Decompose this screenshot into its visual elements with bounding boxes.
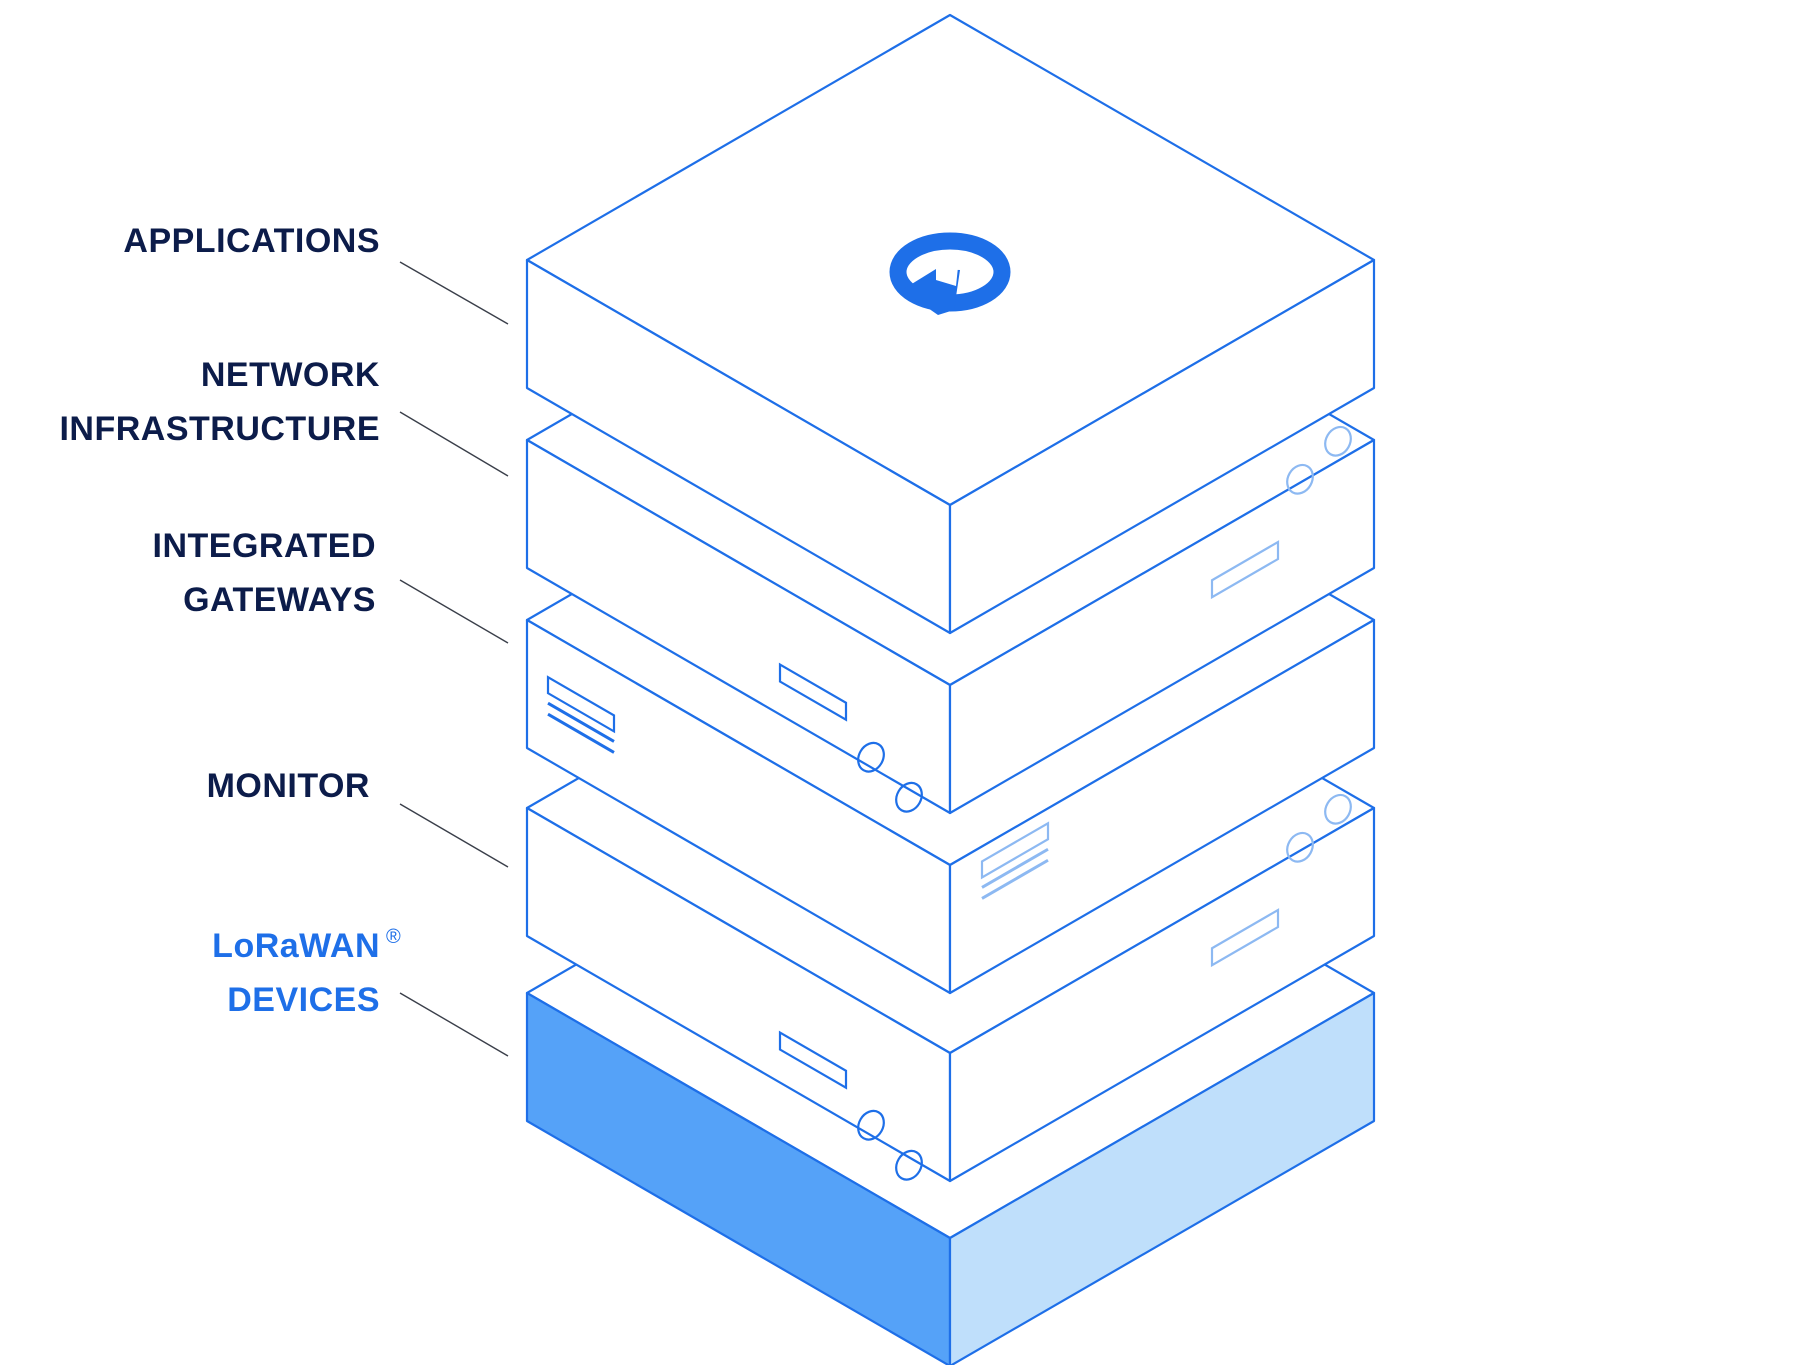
- vent-box: [546, 675, 616, 734]
- layer-label-line: NETWORK: [201, 356, 380, 394]
- vent-line: [981, 847, 1049, 889]
- slot-indicator: [778, 662, 848, 722]
- logo-notch: [936, 266, 958, 286]
- box-right-face: [948, 258, 1376, 635]
- leader-line: [399, 803, 509, 868]
- label-monitor: MONITOR: [207, 767, 509, 868]
- box-right-face: [948, 438, 1376, 815]
- vent-box: [980, 821, 1050, 880]
- vent-line: [981, 858, 1049, 900]
- label-network-infrastructure: NETWORK INFRASTRUCTURE: [59, 356, 509, 477]
- knob-icon: [1286, 831, 1314, 863]
- leader-line: [399, 992, 509, 1057]
- knob-icon: [857, 1109, 885, 1141]
- slot-indicator: [1210, 908, 1280, 968]
- layer-label-line: INFRASTRUCTURE: [59, 410, 380, 448]
- knob-icon: [857, 741, 885, 773]
- layer-box-applications: [525, 13, 1376, 635]
- leader-line: [399, 579, 509, 644]
- label-integrated-gateways: INTEGRATED GATEWAYS: [153, 527, 509, 644]
- layer-label-line: DEVICES: [227, 981, 380, 1019]
- box-left-face: [525, 991, 952, 1365]
- q-logo-icon: [889, 232, 1011, 315]
- box-right-face: [948, 806, 1376, 1183]
- knob-icon: [895, 1149, 923, 1181]
- knob-icon: [1324, 425, 1352, 457]
- leader-line: [399, 411, 509, 477]
- trademark-mark: ®: [386, 926, 401, 948]
- label-applications: APPLICATIONS: [123, 222, 509, 325]
- layer-label-line: INTEGRATED: [153, 527, 376, 565]
- layer-label-line: MONITOR: [207, 767, 370, 805]
- box-right-face: [948, 618, 1376, 995]
- slot-indicator: [1210, 540, 1280, 600]
- leader-line: [399, 261, 509, 325]
- label-lorawan-devices: LoRaWAN ® DEVICES: [212, 926, 509, 1057]
- layer-label-line: GATEWAYS: [183, 581, 376, 619]
- vent-line: [547, 701, 615, 743]
- vent-line: [547, 712, 615, 754]
- knob-icon: [1324, 793, 1352, 825]
- slot-indicator: [778, 1030, 848, 1090]
- box-right-face: [948, 991, 1376, 1365]
- knob-icon: [895, 781, 923, 813]
- knob-icon: [1286, 463, 1314, 495]
- layer-label-line: LoRaWAN: [212, 927, 380, 965]
- layer-label-line: APPLICATIONS: [123, 222, 380, 260]
